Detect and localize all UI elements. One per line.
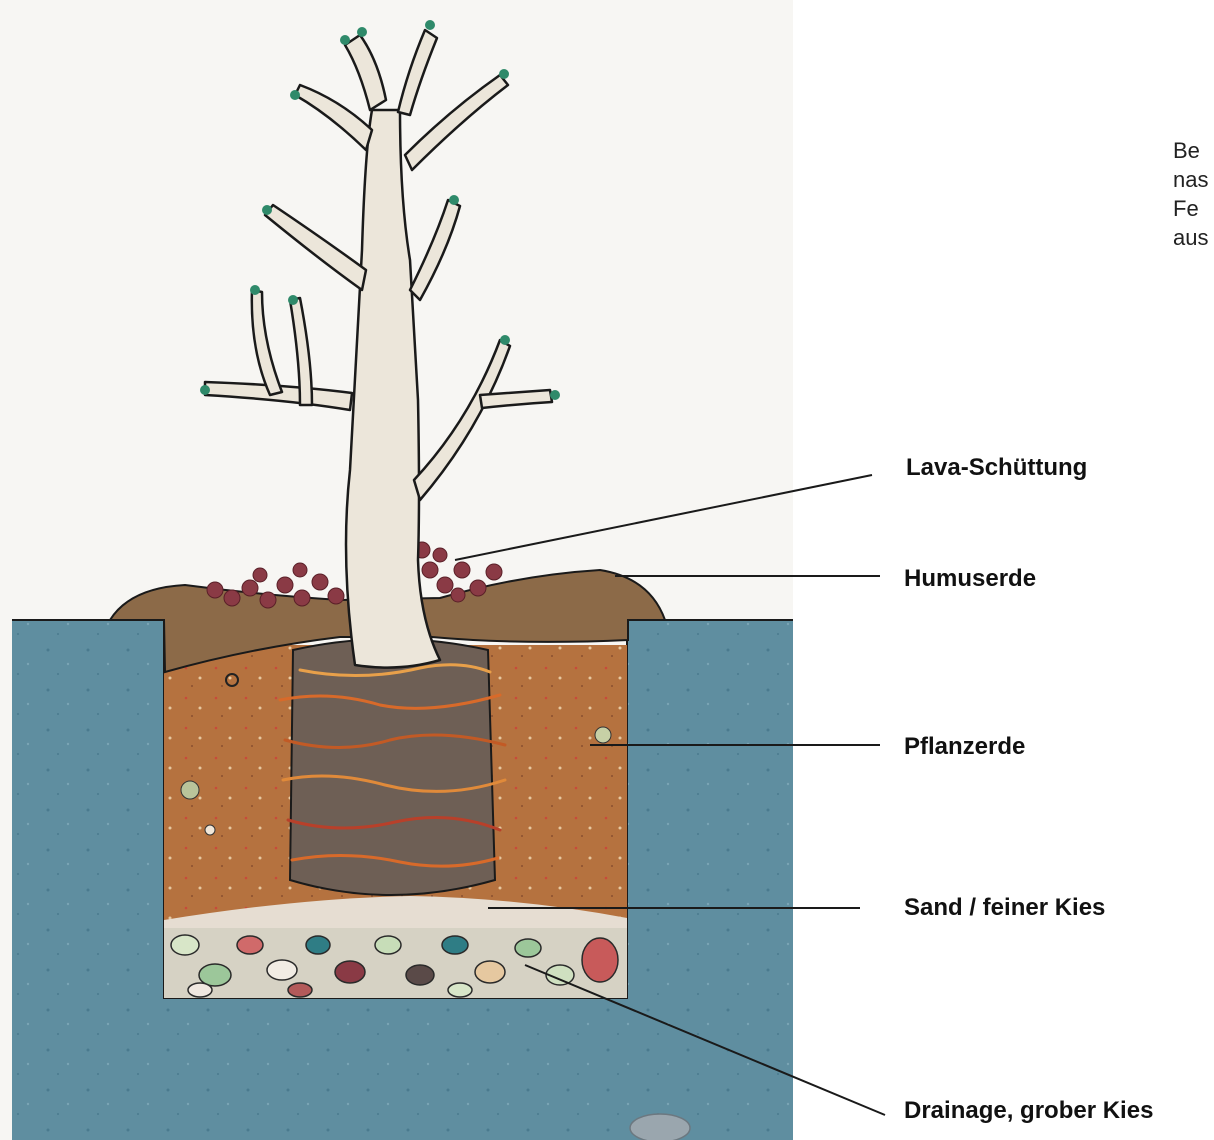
note-line: Fe (1173, 194, 1214, 223)
label-humuserde: Humuserde (904, 565, 1036, 593)
label-lava-schuettung: Lava-Schüttung (906, 454, 1087, 482)
cropped-side-note: Be nas Fe aus (1173, 136, 1214, 252)
label-sand-feiner-kies: Sand / feiner Kies (904, 894, 1105, 922)
note-line: nas (1173, 165, 1214, 194)
note-line: aus (1173, 223, 1214, 252)
label-drainage-grober-kies: Drainage, grober Kies (904, 1097, 1153, 1125)
note-line: Be (1173, 136, 1214, 165)
label-pflanzerde: Pflanzerde (904, 733, 1025, 761)
ground-stone (630, 1114, 690, 1140)
